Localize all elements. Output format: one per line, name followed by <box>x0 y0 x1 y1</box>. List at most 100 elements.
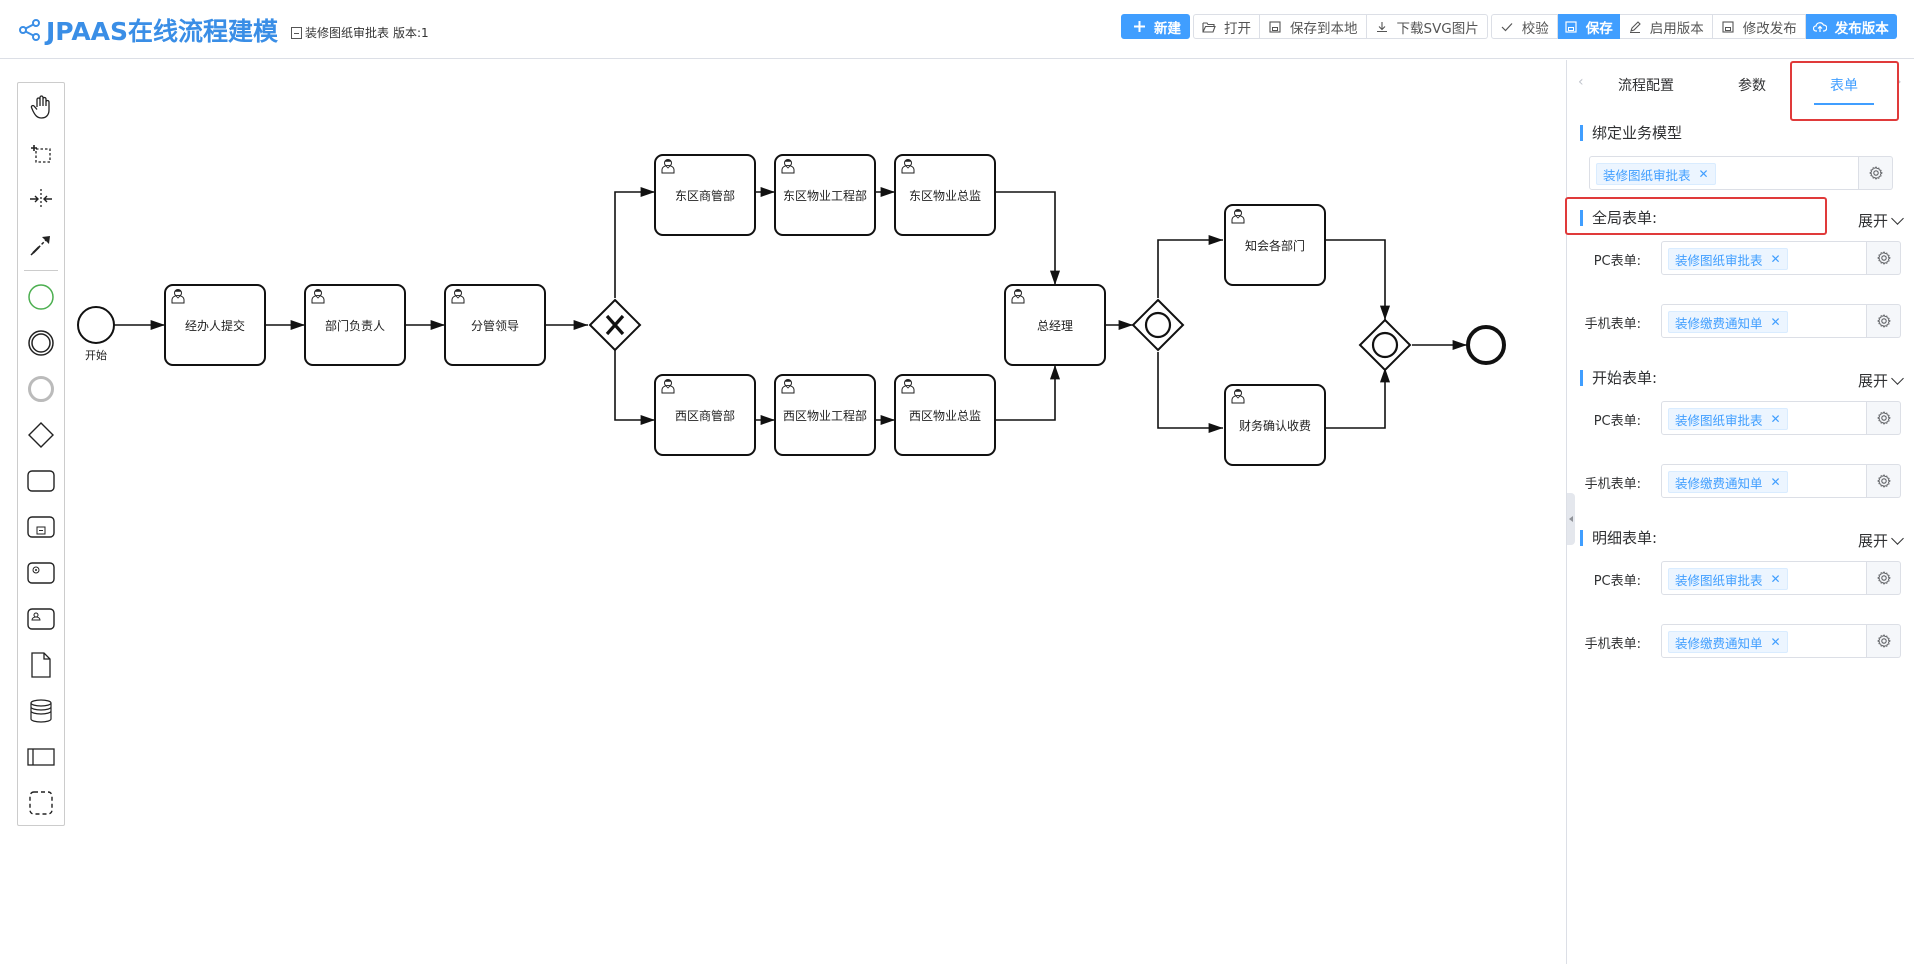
detail-form-expand[interactable]: 展开 <box>1858 530 1904 551</box>
publish-version-button[interactable]: 发布版本 <box>1805 14 1897 39</box>
task-w3[interactable]: 西区物业总监 <box>908 408 981 423</box>
global-form-expand[interactable]: 展开 <box>1858 210 1904 231</box>
group-icon[interactable] <box>18 783 64 823</box>
start-event-icon[interactable] <box>18 277 64 317</box>
tag-close-icon[interactable]: ✕ <box>1770 252 1781 266</box>
start-event <box>77 306 115 344</box>
start-form-expand[interactable]: 展开 <box>1858 370 1904 391</box>
detail-form-title: 明细表单: <box>1580 530 1657 546</box>
detail-pc-select[interactable]: 装修图纸审批表✕ <box>1661 561 1867 595</box>
end-event-icon[interactable] <box>18 369 64 409</box>
tag-close-icon[interactable]: ✕ <box>1770 572 1781 586</box>
collapse-panel-handle[interactable] <box>1567 493 1575 545</box>
start-pc-label: PC表单: <box>1593 414 1641 429</box>
properties-panel: ‹ 流程配置 参数 表单 › 绑定业务模型 装修图纸审批表 ✕ 全局表单: 展开… <box>1565 60 1914 964</box>
document-name: 装修图纸审批表 <box>305 26 390 40</box>
lasso-tool-icon[interactable] <box>18 133 64 173</box>
bind-model-select[interactable]: 装修图纸审批表 ✕ <box>1589 156 1859 190</box>
task-w1[interactable]: 西区商管部 <box>674 408 735 423</box>
global-mobile-gear-button[interactable] <box>1867 304 1901 338</box>
start-mobile-tag: 装修缴费通知单✕ <box>1668 471 1788 493</box>
task-f1[interactable]: 财务确认收费 <box>1238 418 1311 433</box>
detail-pc-gear-button[interactable] <box>1867 561 1901 595</box>
open-button[interactable]: 打开 <box>1193 14 1260 39</box>
detail-pc-label: PC表单: <box>1593 574 1641 589</box>
pool-icon[interactable] <box>18 737 64 777</box>
active-tab-indicator <box>1814 103 1874 105</box>
task-t1[interactable]: 经办人提交 <box>184 318 245 333</box>
start-pc-select[interactable]: 装修图纸审批表✕ <box>1661 401 1867 435</box>
gear-icon <box>1868 166 1883 180</box>
subprocess-icon[interactable] <box>18 507 64 547</box>
task-shapes <box>164 154 1326 466</box>
service-task-icon[interactable] <box>18 553 64 593</box>
global-form-title: 全局表单: <box>1580 210 1657 226</box>
user-task-icon[interactable] <box>18 599 64 639</box>
detail-mobile-tag: 装修缴费通知单✕ <box>1668 631 1788 653</box>
detail-mobile-gear-button[interactable] <box>1867 624 1901 658</box>
gateway-icon[interactable] <box>18 415 64 455</box>
start-mobile-select[interactable]: 装修缴费通知单✕ <box>1661 464 1867 498</box>
gear-icon <box>1876 251 1891 265</box>
gear-icon <box>1876 474 1891 488</box>
new-button[interactable]: 新建 <box>1121 14 1190 39</box>
modify-publish-button[interactable]: 修改发布 <box>1712 14 1806 39</box>
global-mobile-select[interactable]: 装修缴费通知单✕ <box>1661 304 1867 338</box>
task-icon[interactable] <box>18 461 64 501</box>
palette-divider <box>24 270 58 271</box>
validate-button[interactable]: 校验 <box>1490 14 1558 39</box>
tabs-prev-icon[interactable]: ‹ <box>1578 74 1584 90</box>
tag-close-icon[interactable]: ✕ <box>1770 315 1781 329</box>
task-n1[interactable]: 知会各部门 <box>1244 238 1305 253</box>
task-e1[interactable]: 东区商管部 <box>674 188 735 203</box>
global-pc-tag: 装修图纸审批表✕ <box>1668 248 1788 270</box>
detail-pc-tag: 装修图纸审批表✕ <box>1668 568 1788 590</box>
tag-close-icon[interactable]: ✕ <box>1770 475 1781 489</box>
panel-tabs: ‹ 流程配置 参数 表单 › <box>1567 60 1914 110</box>
save-button[interactable]: 保存 <box>1557 14 1620 39</box>
floppy-icon <box>1564 20 1578 34</box>
edit-icon <box>1628 20 1642 34</box>
tag-close-icon[interactable]: ✕ <box>1770 412 1781 426</box>
download-icon <box>1375 20 1389 34</box>
task-gm[interactable]: 总经理 <box>1036 318 1073 333</box>
space-tool-icon[interactable] <box>18 179 64 219</box>
intermediate-event-icon[interactable] <box>18 323 64 363</box>
gear-icon <box>1876 411 1891 425</box>
start-mobile-gear-button[interactable] <box>1867 464 1901 498</box>
inclusive-gateway-split <box>1131 298 1185 352</box>
task-t2[interactable]: 部门负责人 <box>324 318 385 333</box>
tab-params[interactable]: 参数 <box>1738 78 1766 94</box>
tag-close-icon[interactable]: ✕ <box>1698 167 1709 181</box>
tag-close-icon[interactable]: ✕ <box>1770 635 1781 649</box>
tab-form[interactable]: 表单 <box>1830 78 1858 94</box>
task-e2[interactable]: 东区物业工程部 <box>782 188 867 203</box>
diagram-canvas[interactable]: 开始 经办人提交 部门负责人 分管领导 东区商管部 东区物业工程部 东区物业总监… <box>66 60 1566 964</box>
task-t3[interactable]: 分管领导 <box>470 318 519 333</box>
folder-open-icon <box>1202 20 1216 34</box>
global-pc-gear-button[interactable] <box>1867 241 1901 275</box>
save-local-button[interactable]: 保存到本地 <box>1260 14 1367 39</box>
hand-tool-icon[interactable] <box>18 87 64 127</box>
detail-mobile-select[interactable]: 装修缴费通知单✕ <box>1661 624 1867 658</box>
bind-model-gear-button[interactable] <box>1859 156 1893 190</box>
task-e3[interactable]: 东区物业总监 <box>908 188 981 203</box>
data-object-icon[interactable] <box>18 645 64 685</box>
tab-process-config[interactable]: 流程配置 <box>1618 78 1674 94</box>
start-pc-gear-button[interactable] <box>1867 401 1901 435</box>
inclusive-gateway-join <box>1358 318 1412 372</box>
detail-mobile-label: 手机表单: <box>1584 637 1641 652</box>
chevron-down-icon <box>1891 211 1904 225</box>
floppy-icon <box>1721 20 1735 34</box>
download-svg-button[interactable]: 下载SVG图片 <box>1366 14 1488 39</box>
connect-tool-icon[interactable] <box>18 225 64 265</box>
data-store-icon[interactable] <box>18 691 64 731</box>
highlight-box-global <box>1565 197 1827 235</box>
global-pc-label: PC表单: <box>1593 254 1641 269</box>
enable-version-button[interactable]: 启用版本 <box>1619 14 1713 39</box>
start-event-label: 开始 <box>85 349 107 362</box>
task-w2[interactable]: 西区物业工程部 <box>782 408 867 423</box>
app-header: JPAAS在线流程建模 装修图纸审批表 版本:1 新建 打开 保存到本地 <box>0 0 1914 59</box>
bind-model-tag: 装修图纸审批表 ✕ <box>1596 163 1716 185</box>
global-pc-select[interactable]: 装修图纸审批表✕ <box>1661 241 1867 275</box>
